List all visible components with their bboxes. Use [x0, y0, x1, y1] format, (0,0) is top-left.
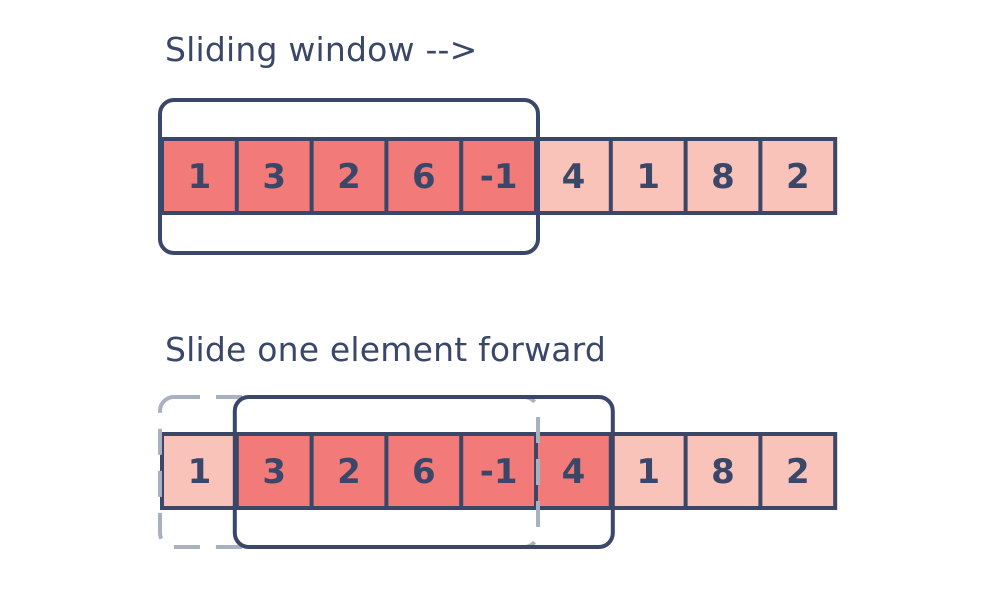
array-cell	[536, 434, 611, 508]
array-cell	[685, 139, 761, 213]
cell-value: 8	[711, 452, 735, 492]
array-cell	[162, 434, 237, 508]
array-cell	[610, 139, 686, 213]
array-cell	[311, 434, 387, 508]
cell-value: 1	[636, 157, 660, 197]
array-cell	[760, 139, 836, 213]
cell-value: 2	[337, 452, 361, 492]
cell-value: 6	[412, 157, 436, 197]
row-1-caption: Sliding window -->	[165, 30, 478, 69]
cell-value: 8	[711, 157, 735, 197]
array-cell	[311, 139, 387, 213]
array-cell	[236, 139, 312, 213]
array-cell	[610, 434, 686, 508]
cell-value: 3	[262, 157, 286, 197]
array-cell	[536, 139, 611, 213]
cell-value: 2	[786, 452, 810, 492]
array-cell	[162, 139, 237, 213]
cell-value: 4	[562, 157, 586, 197]
array-cell	[461, 139, 536, 213]
array-cell	[236, 434, 312, 508]
cell-value: 1	[636, 452, 660, 492]
cell-value: -1	[480, 452, 518, 492]
window-outline	[232, 395, 615, 549]
array-cell	[386, 139, 462, 213]
cell-value: -1	[480, 157, 518, 197]
cell-value: 2	[786, 157, 810, 197]
cell-value: 6	[412, 452, 436, 492]
cell-value: 1	[188, 452, 212, 492]
row-2-caption: Slide one element forward	[165, 330, 607, 369]
cell-value: 4	[562, 452, 586, 492]
cell-value: 2	[337, 157, 361, 197]
array-cell	[461, 434, 536, 508]
cell-value: 1	[188, 157, 212, 197]
array-cell	[386, 434, 462, 508]
array-cell	[685, 434, 761, 508]
array-cell	[760, 434, 836, 508]
cell-value: 3	[262, 452, 286, 492]
window-outline	[158, 98, 540, 255]
